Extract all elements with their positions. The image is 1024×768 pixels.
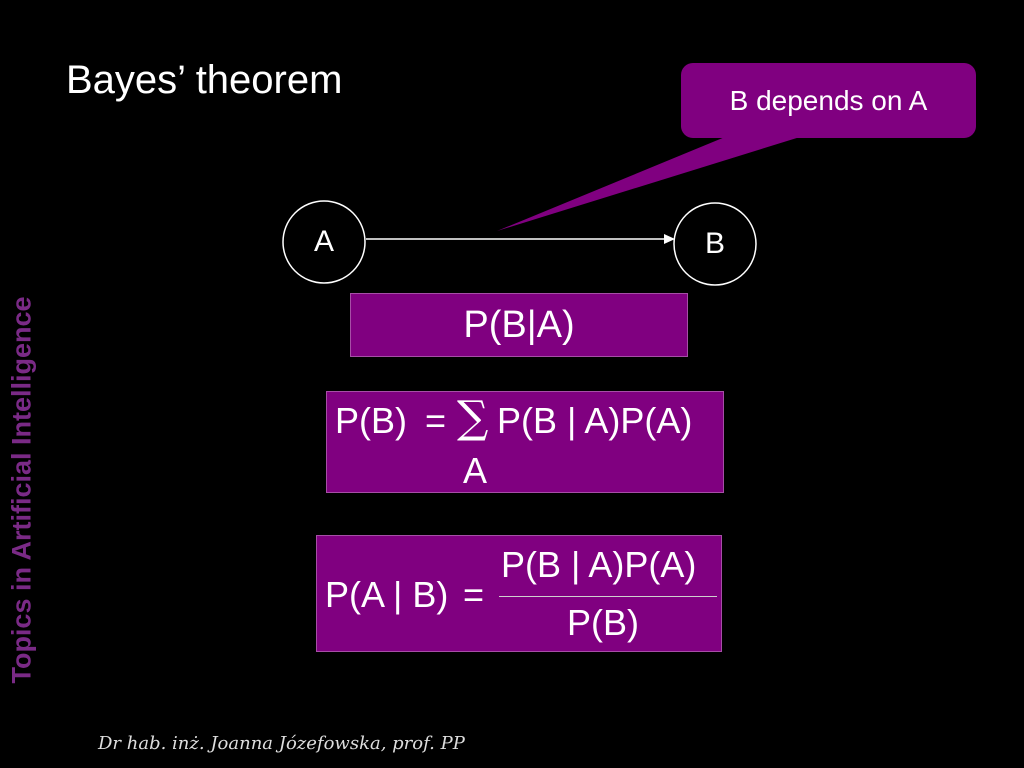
total-prob-box: P(B) = ∑ P(B | A)P(A) A (326, 391, 724, 493)
total-prob-equals: = (425, 400, 447, 441)
bayes-lhs: P(A | B) (325, 574, 449, 615)
bayes-numerator: P(B | A)P(A) (501, 544, 697, 585)
bayes-denominator: P(B) (567, 602, 639, 643)
bayes-equals: = (463, 574, 485, 615)
sum-index: A (463, 450, 488, 491)
callout-box: B depends on A (681, 63, 976, 138)
bayes-formula-box: P(A | B) = P(B | A)P(A) P(B) (316, 535, 722, 652)
conditional-prob-text: P(B|A) (463, 303, 575, 346)
callout-pointer (497, 137, 800, 231)
callout-text: B depends on A (729, 84, 928, 116)
node-b-label: B (704, 227, 725, 260)
total-prob-rhs: P(B | A)P(A) (497, 400, 693, 441)
arrowhead-icon (664, 234, 675, 244)
node-a-circle (282, 200, 366, 284)
slide-footer-author: Dr hab. inż. Joanna Józefowska, prof. PP (98, 733, 465, 754)
node-a-label: A (313, 225, 334, 258)
node-b-circle (673, 202, 757, 286)
conditional-prob-box: P(B|A) (350, 293, 688, 357)
slide-title: Bayes’ theorem (66, 58, 343, 102)
fraction-bar (499, 596, 717, 597)
sum-symbol: ∑ (457, 392, 489, 443)
total-prob-lhs: P(B) (335, 400, 407, 441)
